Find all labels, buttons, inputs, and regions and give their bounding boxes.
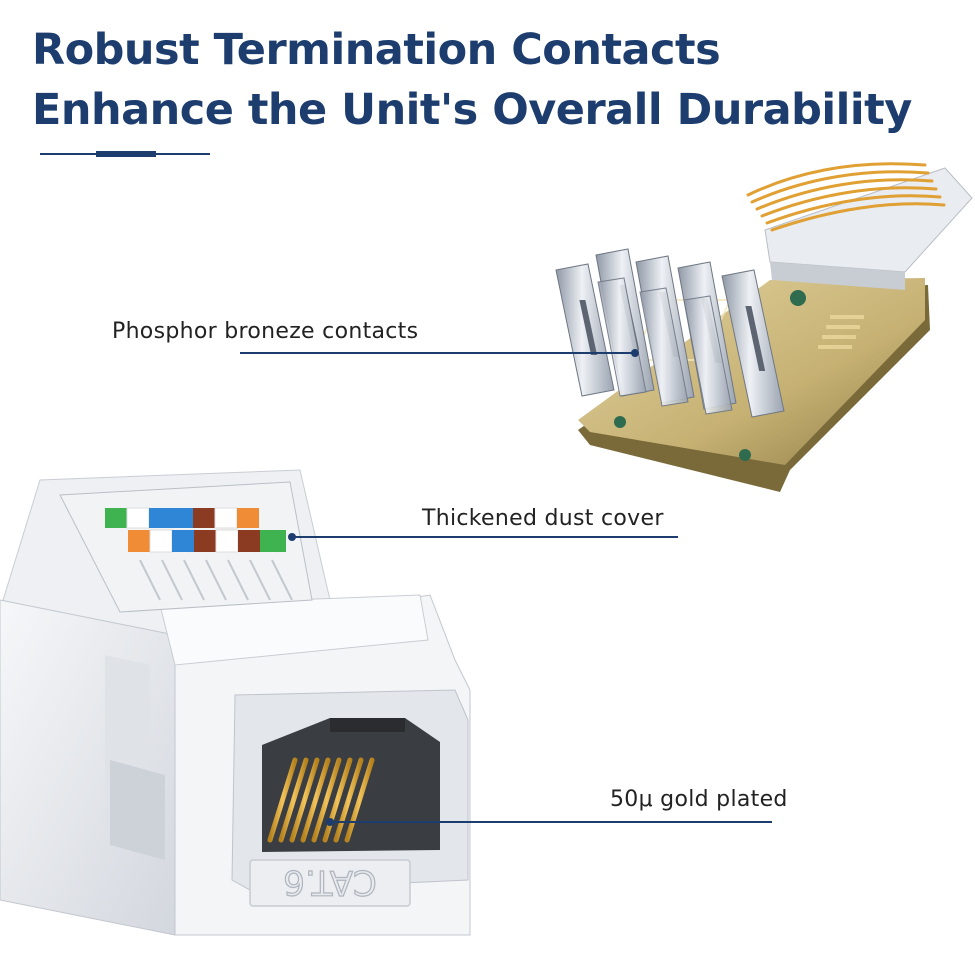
- callout-phosphor-dot: [631, 349, 639, 357]
- headline: Robust Termination Contacts Enhance the …: [32, 20, 912, 140]
- callout-dust-line: [292, 536, 678, 538]
- callout-phosphor-line: [240, 352, 635, 354]
- headline-line-1: Robust Termination Contacts: [32, 25, 721, 75]
- contact-module: [555, 162, 973, 492]
- jack-latch: [159, 594, 429, 666]
- title-divider-accent: [96, 151, 156, 157]
- callout-gold-line: [330, 821, 772, 823]
- cat6-mark: CAT.6: [283, 862, 377, 902]
- keystone-jack: CAT.6: [0, 469, 471, 936]
- callout-phosphor-label: Phosphor broneze contacts: [112, 319, 419, 344]
- wire-holder: [764, 167, 973, 273]
- gold-wires-top: [746, 162, 946, 232]
- callout-gold-dot: [326, 818, 334, 826]
- callout-dust-label: Thickened dust cover: [422, 506, 664, 531]
- dust-cover: [59, 481, 313, 613]
- gold-contacts: [267, 757, 375, 843]
- pcb-via: [614, 416, 626, 428]
- pcb-via: [790, 290, 806, 306]
- callout-gold-label: 50μ gold plated: [610, 787, 788, 812]
- idc-contacts: [555, 248, 785, 418]
- wire-color-code: [105, 507, 286, 553]
- headline-line-2: Enhance the Unit's Overall Durability: [32, 85, 912, 135]
- callout-dust-dot: [288, 533, 296, 541]
- pcb-via: [739, 449, 751, 461]
